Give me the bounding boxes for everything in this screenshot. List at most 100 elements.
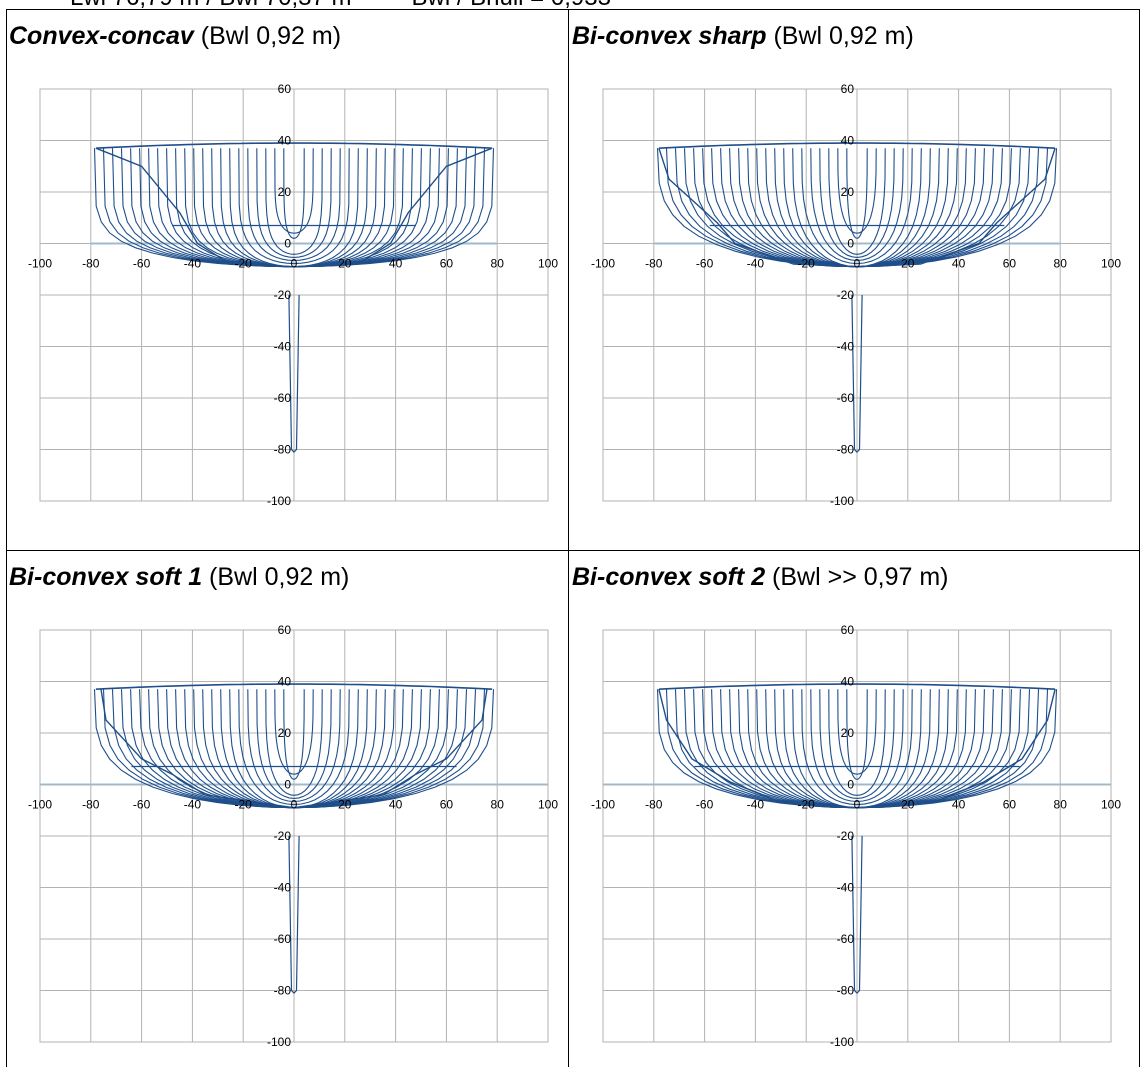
y-tick-label: 20	[841, 185, 855, 199]
y-tick-label: -60	[274, 391, 292, 405]
header-fragment: Lwl 76,79 m / Bwl 70,37 m Bwl / Bhull = …	[70, 0, 611, 10]
keel-fin	[288, 294, 300, 453]
y-tick-label: 0	[284, 778, 291, 792]
panel-title-bold: Bi-convex soft 1	[9, 563, 203, 591]
grid-left-border	[6, 9, 7, 1067]
grid-mid-border	[6, 550, 1140, 551]
x-tick-label: -100	[591, 798, 615, 812]
panel-title-rest: (Bwl >> 0,97 m)	[765, 563, 949, 591]
panel-bi-convex-sharp: Bi-convex sharp (Bwl 0,92 m) -100 -80 -60 -4…	[569, 9, 1129, 539]
x-tick-label: -60	[133, 257, 151, 271]
x-tick-label: 100	[1101, 798, 1121, 812]
hull-section-line	[828, 148, 886, 255]
y-tick-label: 20	[841, 726, 855, 740]
panel-bi-convex-soft-2: Bi-convex soft 2 (Bwl >> 0,97 m) -100 -80 -…	[569, 550, 1129, 1080]
keel-fin	[851, 294, 863, 453]
x-tick-label: -100	[28, 798, 52, 812]
x-tick-label: 80	[491, 798, 505, 812]
y-tick-label: -80	[837, 984, 855, 998]
hull-sections	[93, 142, 495, 453]
y-tick-label: -20	[274, 288, 292, 302]
hull-section-line	[801, 148, 913, 265]
y-tick-label: 40	[841, 134, 855, 148]
hull-sections	[656, 683, 1058, 994]
x-tick-label: -60	[133, 798, 151, 812]
y-tick-label: -20	[837, 829, 855, 843]
y-tick-label: -100	[267, 1035, 291, 1049]
hull-section-line	[274, 689, 314, 775]
panel-title-bold: Bi-convex sharp	[572, 22, 767, 50]
hull-section-line	[265, 689, 323, 796]
y-tick-label: 20	[278, 185, 292, 199]
y-tick-label: 40	[278, 675, 292, 689]
y-tick-label: -40	[837, 340, 855, 354]
x-tick-label: 80	[491, 257, 505, 271]
y-tick-label: -60	[837, 391, 855, 405]
y-tick-label: -40	[274, 340, 292, 354]
x-tick-label: 60	[1003, 257, 1017, 271]
grid-mid-vborder	[568, 9, 569, 1067]
y-tick-label: -40	[837, 881, 855, 895]
y-tick-label: -20	[837, 288, 855, 302]
y-tick-label: 60	[841, 623, 855, 637]
y-tick-label: -40	[274, 881, 292, 895]
x-tick-label: -20	[798, 257, 816, 271]
panel-title-bold: Convex-concav	[9, 22, 194, 50]
panel-title-rest: (Bwl 0,92 m)	[766, 22, 914, 50]
keel-fin	[851, 835, 863, 994]
hull-section-line	[810, 148, 904, 262]
x-tick-label: 20	[338, 798, 352, 812]
y-tick-label: -80	[274, 443, 292, 457]
hull-section-line	[801, 689, 913, 806]
x-tick-label: 60	[440, 798, 454, 812]
panel-title: Bi-convex soft 2 (Bwl >> 0,97 m)	[572, 562, 949, 592]
x-tick-label: 0	[854, 798, 861, 812]
hull-section-line	[846, 148, 868, 239]
x-tick-label: 0	[291, 798, 298, 812]
hull-sections	[656, 142, 1058, 453]
panel-title: Convex-concav (Bwl 0,92 m)	[9, 21, 341, 51]
grid-top-border	[6, 9, 1140, 10]
panel-bi-convex-soft-1: Bi-convex soft 1 (Bwl 0,92 m) -100 -80 -60 -…	[6, 550, 566, 1080]
y-tick-label: 0	[284, 237, 291, 251]
y-tick-label: -100	[830, 494, 854, 508]
y-tick-label: -80	[837, 443, 855, 457]
y-tick-label: -80	[274, 984, 292, 998]
y-tick-label: -100	[267, 494, 291, 508]
y-tick-label: 60	[278, 623, 292, 637]
x-tick-label: 60	[1003, 798, 1017, 812]
hull-section-line	[274, 148, 314, 234]
panel-convex-concave: Convex-concav (Bwl 0,92 m) -100 -80 -60 -40 -…	[6, 9, 566, 539]
panel-title: Bi-convex soft 1 (Bwl 0,92 m)	[9, 562, 349, 592]
x-tick-label: -20	[235, 257, 253, 271]
y-tick-label: 40	[841, 675, 855, 689]
y-tick-label: 60	[841, 82, 855, 96]
x-tick-label: 40	[389, 798, 403, 812]
x-tick-label: -60	[696, 257, 714, 271]
hull-section-line	[238, 148, 350, 265]
x-tick-label: -20	[798, 798, 816, 812]
hull-section-line	[265, 148, 323, 255]
x-tick-label: -40	[747, 798, 765, 812]
x-tick-label: 100	[1101, 257, 1121, 271]
hull-outline	[95, 147, 493, 268]
x-tick-label: 80	[1054, 798, 1068, 812]
y-tick-label: 40	[278, 134, 292, 148]
x-tick-label: 20	[901, 257, 915, 271]
deck-line	[658, 142, 1056, 149]
hull-section-line	[256, 148, 332, 258]
y-tick-label: -60	[274, 932, 292, 946]
x-tick-label: -40	[184, 257, 202, 271]
x-tick-label: 100	[538, 257, 558, 271]
x-tick-label: 20	[338, 257, 352, 271]
hull-section-line	[846, 689, 868, 780]
deck-line	[95, 683, 493, 690]
x-tick-label: -80	[645, 798, 663, 812]
hull-section-line	[256, 689, 332, 799]
hull-section-line	[819, 148, 895, 258]
hull-section-line	[828, 689, 886, 796]
